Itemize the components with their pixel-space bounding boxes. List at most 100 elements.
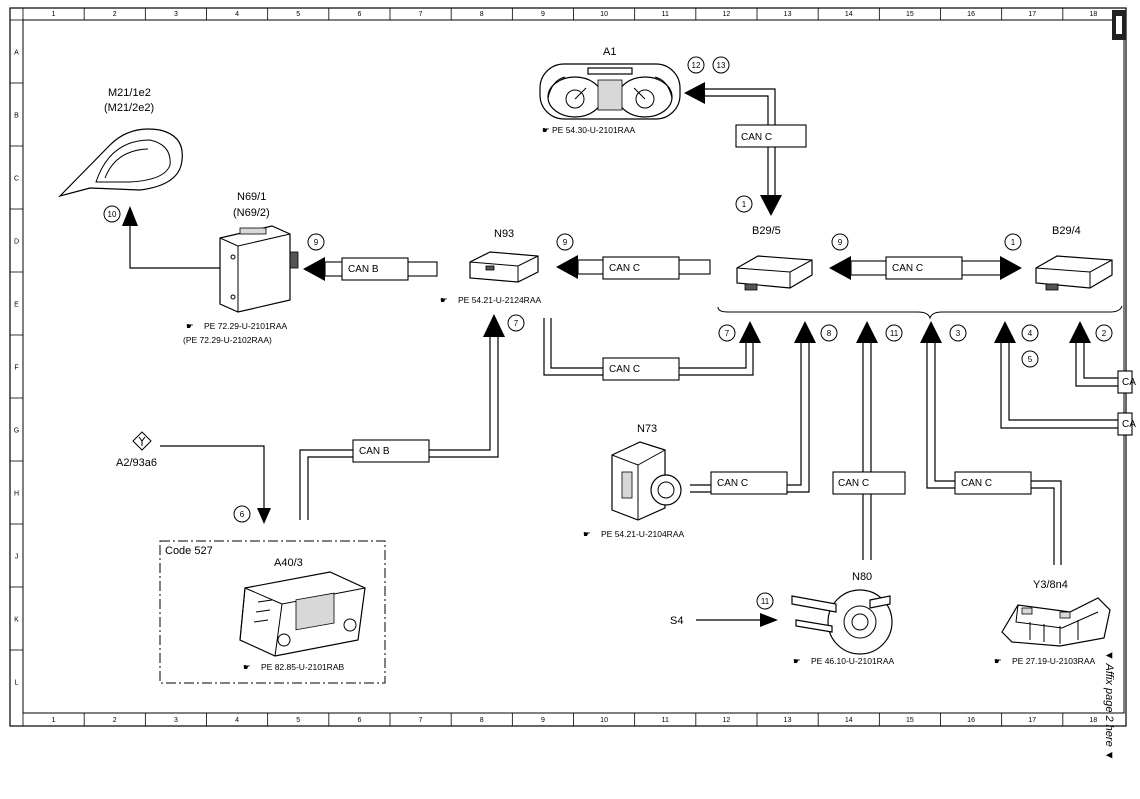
can-b-wire-a40-outer — [299, 337, 491, 520]
door-module-n69: N69/1 (N69/2) ☛ PE 72.29-U-2101RAA (PE 7… — [183, 191, 299, 345]
row-tick-label: D — [14, 239, 19, 246]
column-tick-label: 12 — [723, 11, 731, 18]
n73-label: N73 — [637, 423, 657, 435]
column-tick-label: 13 — [784, 11, 792, 18]
arrow-up-8-icon — [794, 321, 816, 343]
can-b-label-1 — [341, 257, 409, 281]
a40-code: Code 527 — [165, 545, 213, 557]
row-tick-label: A — [14, 50, 19, 57]
n80-label: N80 — [852, 571, 872, 583]
y3-label: Y3/8n4 — [1033, 579, 1068, 591]
a40-label: A40/3 — [274, 557, 303, 569]
instrument-cluster-a1: A1 ☛ PE 54.30-U-2101RAA — [539, 46, 681, 135]
signal-11-b: 11 — [756, 592, 774, 610]
n93-ref-icon[interactable]: ☛ — [440, 295, 448, 305]
column-tick-label: 6 — [357, 11, 361, 18]
n93-ref: PE 54.21-U-2124RAA — [458, 295, 541, 305]
column-tick-label: 4 — [235, 717, 239, 724]
column-tick-label: 1 — [52, 11, 56, 18]
arrow-to-n93-icon — [556, 255, 578, 279]
svg-text:13: 13 — [717, 61, 726, 70]
column-tick-label: 17 — [1028, 717, 1036, 724]
svg-text:3: 3 — [956, 329, 961, 338]
row-tick-label: C — [14, 176, 19, 183]
column-tick-label: 11 — [662, 11, 669, 18]
column-tick-label: 13 — [784, 717, 792, 724]
svg-text:CAN C: CAN C — [892, 263, 923, 274]
arrow-up-to-n93-icon — [483, 314, 505, 337]
svg-text:CAN C: CAN C — [838, 478, 869, 489]
arrow-to-b29-4-icon — [1000, 256, 1022, 280]
signal-4: 4 — [1021, 324, 1039, 342]
column-tick-label: 16 — [967, 11, 975, 18]
column-tick-label: 14 — [845, 11, 853, 18]
svg-text:CAN C: CAN C — [609, 263, 640, 274]
svg-text:CAN B: CAN B — [348, 264, 379, 275]
signal-11-a: 11 — [885, 324, 903, 342]
signal-3: 3 — [949, 324, 967, 342]
svg-text:12: 12 — [692, 61, 701, 70]
column-tick-label: 5 — [296, 11, 300, 18]
arrow-to-a40-icon — [257, 508, 271, 524]
n73-ref-icon[interactable]: ☛ — [583, 529, 591, 539]
row-tick-label: J — [15, 554, 19, 561]
svg-text:11: 11 — [761, 597, 770, 606]
a1-ref: PE 54.30-U-2101RAA — [552, 125, 635, 135]
arrow-to-b29-5-left-icon — [829, 256, 851, 280]
svg-text:9: 9 — [314, 238, 319, 247]
signal-10: 10 — [103, 205, 121, 223]
svg-text:CAN C: CAN C — [717, 478, 748, 489]
affix-note: ▼ Affix page 2 here ▼ — [1103, 650, 1115, 761]
svg-text:11: 11 — [890, 329, 899, 338]
row-tick-label: G — [14, 428, 19, 435]
svg-text:8: 8 — [827, 329, 832, 338]
n80-ref-icon[interactable]: ☛ — [793, 656, 801, 666]
n69-ref-icon[interactable]: ☛ — [186, 321, 194, 331]
column-tick-label: 5 — [296, 717, 300, 724]
column-tick-label: 10 — [600, 11, 608, 18]
column-tick-label: 3 — [174, 717, 178, 724]
column-tick-label: 2 — [113, 717, 117, 724]
steering-column-n80: N80 ☛ PE 46.10-U-2101RAA — [791, 571, 894, 666]
n69-label2: (N69/2) — [233, 207, 270, 219]
arrow-to-a1-icon — [684, 82, 705, 104]
svg-text:1: 1 — [742, 200, 747, 209]
y3-ref-icon[interactable]: ☛ — [994, 656, 1002, 666]
column-tick-label: 18 — [1090, 11, 1098, 18]
row-tick-label: L — [15, 680, 19, 687]
y3-ref: PE 27.19-U-2103RAA — [1012, 656, 1095, 666]
signal-6: 6 — [233, 505, 251, 523]
arrow-to-n69-icon — [303, 257, 325, 281]
signal-5: 5 — [1021, 350, 1039, 368]
arrow-up-2-icon — [1069, 321, 1091, 343]
svg-text:CAN C: CAN C — [961, 478, 992, 489]
signal-1-b: 1 — [1004, 233, 1022, 251]
svg-text:CAN C: CAN C — [741, 132, 772, 143]
can-c-label-a1 — [735, 124, 807, 148]
column-ruler: 1122334455667788991010111112121313141415… — [22, 8, 1098, 726]
code-527-box — [159, 540, 386, 684]
a40-ref: PE 82.85-U-2101RAB — [261, 662, 344, 672]
a1-ref-icon[interactable]: ☛ — [542, 125, 550, 135]
column-tick-label: 9 — [541, 11, 545, 18]
row-tick-label: B — [14, 113, 19, 120]
column-tick-label: 9 — [541, 717, 545, 724]
n69-ref2: (PE 72.29-U-2102RAA) — [183, 335, 272, 345]
svg-text:7: 7 — [514, 319, 519, 328]
column-tick-label: 6 — [357, 717, 361, 724]
column-tick-label: 3 — [174, 11, 178, 18]
column-tick-label: 1 — [52, 717, 56, 724]
svg-text:7: 7 — [725, 329, 730, 338]
can-c-label-7 — [954, 471, 1032, 495]
b29-5-label: B29/5 — [752, 225, 781, 237]
diamond-antenna-icon — [132, 431, 152, 451]
signal-1-a: 1 — [735, 195, 753, 213]
a1-label: A1 — [603, 46, 616, 58]
column-tick-label: 8 — [480, 11, 484, 18]
column-tick-label: 7 — [419, 11, 423, 18]
column-tick-label: 17 — [1028, 11, 1036, 18]
a40-ref-icon[interactable]: ☛ — [243, 662, 251, 672]
n69-label: N69/1 — [237, 191, 266, 203]
